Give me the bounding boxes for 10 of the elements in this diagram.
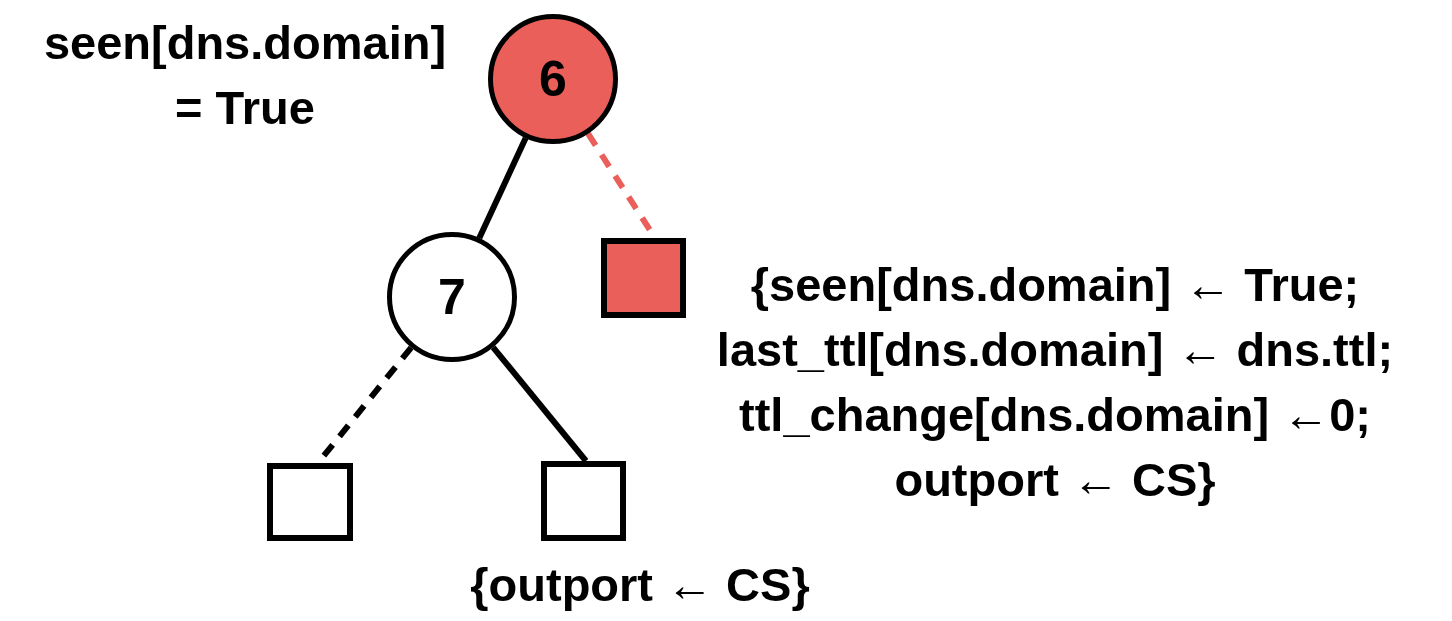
connector-line <box>490 345 589 463</box>
leaf-box <box>601 238 686 318</box>
node-annotation: {seen[dns.domain] ← True; last_ttl[dns.domain] ← dns.ttl; ttl_change[dns.domain] ←0; outport ← CS} <box>715 257 1395 508</box>
leaf-box <box>267 463 353 541</box>
node-number: 6 <box>539 54 567 104</box>
node-annotation: {outport ← CS} <box>469 557 811 613</box>
node-number: 7 <box>438 272 466 322</box>
connector-line <box>476 136 529 240</box>
leaf-box <box>541 461 626 541</box>
node-annotation: seen[dns.domain] = True <box>42 15 448 136</box>
